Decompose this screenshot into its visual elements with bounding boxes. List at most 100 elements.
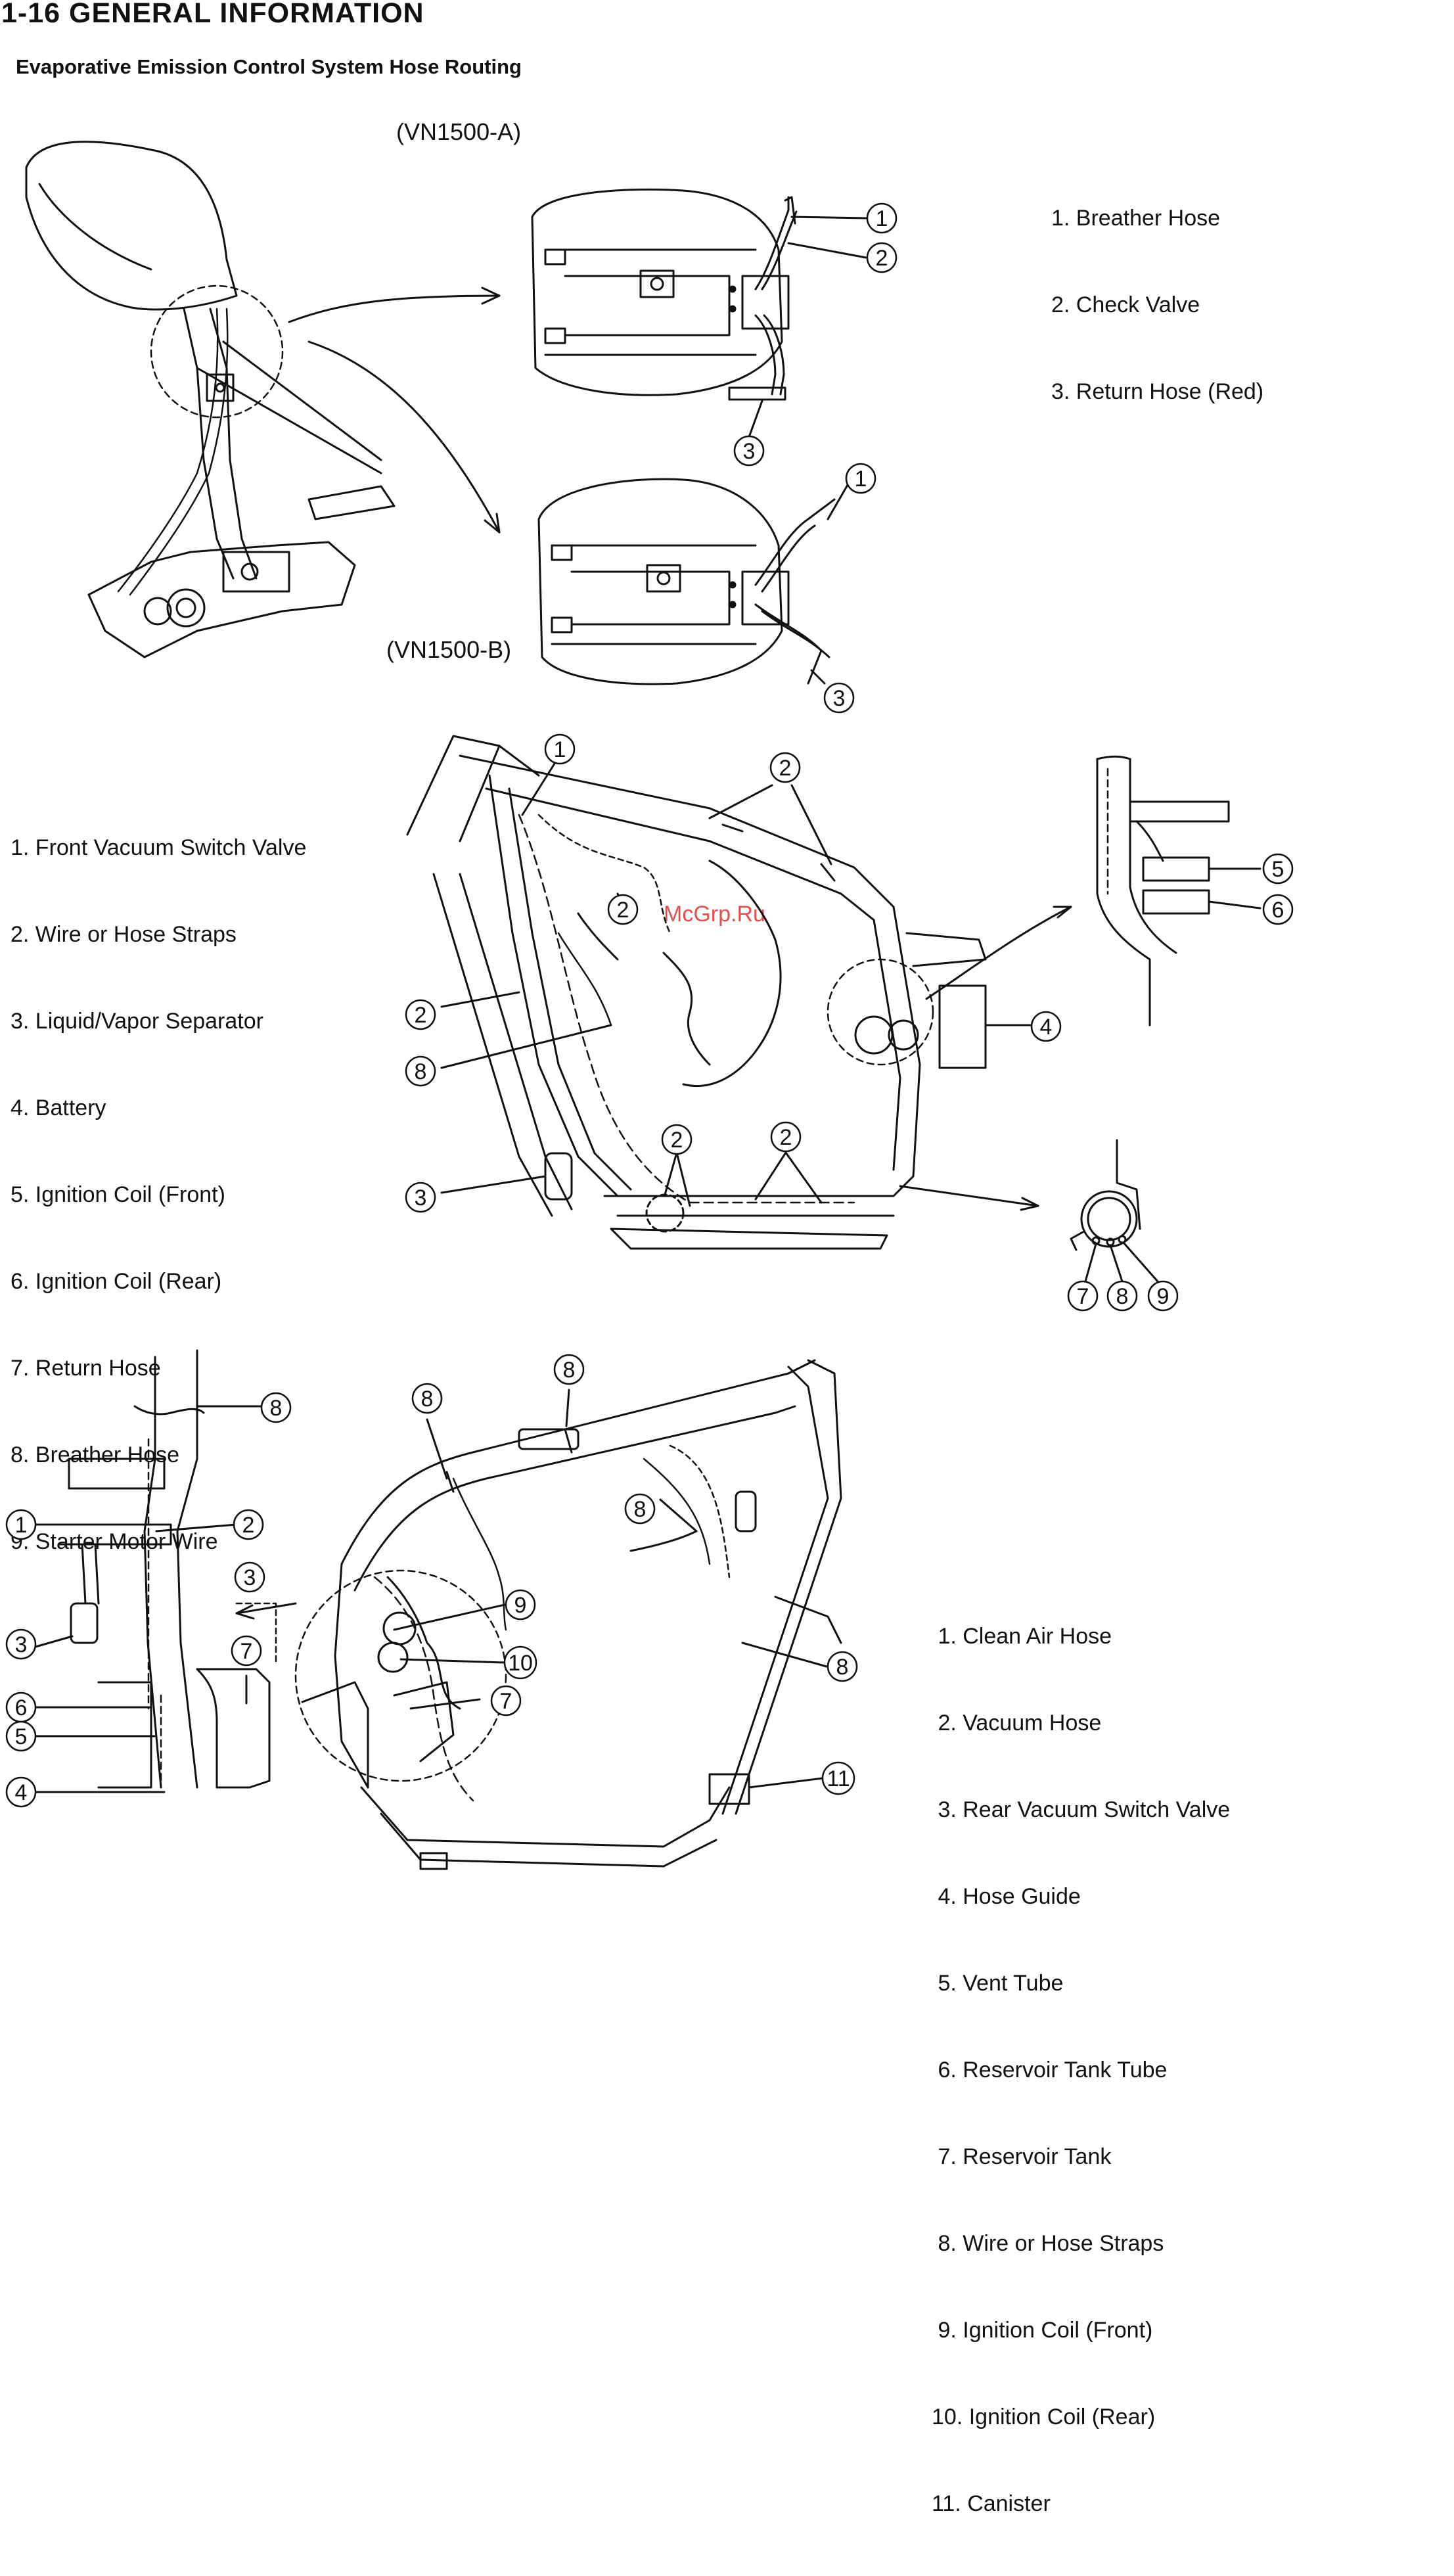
svg-text:1: 1	[554, 737, 566, 762]
svg-text:7: 7	[1077, 1284, 1089, 1309]
legend-item: 4. Battery	[11, 1095, 106, 1120]
callout-marker: 8	[260, 1392, 292, 1423]
svg-text:6: 6	[1272, 898, 1284, 923]
legend-item: 7. Reservoir Tank	[932, 2144, 1112, 2169]
callout-marker: 8	[1106, 1280, 1138, 1312]
svg-text:10: 10	[508, 1651, 533, 1676]
callout-marker: 5	[5, 1720, 37, 1752]
tank-view-vn1500-a	[531, 188, 867, 438]
legend-item: 8. Breather Hose	[11, 1442, 180, 1467]
callout-marker: 8	[827, 1651, 858, 1682]
callout-marker: 3	[5, 1628, 37, 1660]
model-label-vn1500-a: (VN1500-A)	[396, 118, 522, 145]
svg-text:8: 8	[415, 1059, 427, 1084]
callout-marker: 4	[5, 1776, 37, 1808]
watermark: McGrp.Ru	[664, 902, 765, 927]
legend-item: 7. Return Hose	[11, 1356, 161, 1381]
legend-item: 8. Wire or Hose Straps	[932, 2231, 1164, 2256]
callout-marker: 3	[733, 435, 765, 467]
svg-text:4: 4	[15, 1780, 28, 1805]
callout-marker: 10	[503, 1645, 537, 1680]
frame-left-side-drawing	[235, 1359, 842, 1870]
legend-item: 1. Breather Hose	[1051, 206, 1221, 231]
svg-text:3: 3	[415, 1185, 427, 1210]
callout-marker: 9	[1147, 1280, 1179, 1312]
callout-marker: 1	[866, 202, 897, 234]
legend-item: 2. Check Valve	[1051, 292, 1200, 317]
svg-text:3: 3	[15, 1632, 28, 1657]
svg-text:2: 2	[779, 756, 792, 781]
callout-marker: 11	[821, 1761, 855, 1795]
callout-marker: 7	[1067, 1280, 1099, 1312]
page-title: 1-16 GENERAL INFORMATION	[1, 0, 424, 29]
tank-view-vn1500-b	[537, 478, 849, 685]
section-heading: Evaporative Emission Control System Hose…	[16, 55, 522, 78]
callout-marker: 2	[770, 1121, 802, 1153]
callout-marker: 3	[823, 682, 855, 714]
svg-text:8: 8	[836, 1655, 849, 1680]
svg-text:5: 5	[1272, 857, 1284, 882]
legend-item: 9. Ignition Coil (Front)	[932, 2318, 1153, 2343]
legend-item: 4. Hose Guide	[932, 1884, 1081, 1909]
callout-marker: 1	[845, 463, 876, 494]
svg-text:2: 2	[671, 1128, 683, 1153]
callout-marker: 2	[769, 752, 801, 783]
left-detail-drawing	[34, 1349, 277, 1793]
legend-item: 5. Vent Tube	[932, 1971, 1064, 1996]
callout-marker: 2	[607, 894, 639, 925]
svg-text:1: 1	[15, 1513, 28, 1538]
coil-detail-drawing	[1096, 755, 1261, 1026]
svg-text:2: 2	[876, 246, 888, 271]
svg-text:2: 2	[415, 1003, 427, 1028]
legend-item: 3. Return Hose (Red)	[1051, 379, 1264, 404]
legend-item: 6. Reservoir Tank Tube	[932, 2058, 1168, 2082]
callout-marker: 3	[405, 1182, 436, 1213]
svg-text:9: 9	[1157, 1284, 1170, 1309]
svg-text:8: 8	[563, 1358, 576, 1383]
svg-text:8: 8	[421, 1387, 434, 1412]
svg-text:4: 4	[1040, 1015, 1053, 1040]
svg-text:8: 8	[270, 1396, 283, 1421]
callout-marker: 8	[624, 1493, 656, 1525]
callout-marker: 7	[231, 1635, 262, 1667]
callout-marker: 8	[405, 1055, 436, 1087]
svg-text:3: 3	[833, 686, 846, 711]
callout-marker: 8	[553, 1354, 585, 1385]
callout-marker: 4	[1030, 1011, 1062, 1042]
legend-item: 6. Ignition Coil (Rear)	[11, 1269, 222, 1294]
svg-text:1: 1	[876, 206, 888, 231]
svg-text:7: 7	[500, 1689, 512, 1714]
callout-marker: 7	[490, 1685, 522, 1716]
legend-item: 3. Liquid/Vapor Separator	[11, 1009, 263, 1034]
callout-marker: 5	[1262, 853, 1294, 885]
callout-marker: 2	[866, 242, 897, 273]
legend-item: 2. Wire or Hose Straps	[11, 922, 237, 947]
svg-text:1: 1	[855, 467, 867, 492]
callout-marker: 2	[233, 1509, 264, 1540]
callout-marker: 6	[1262, 894, 1294, 925]
legend-item: 3. Rear Vacuum Switch Valve	[932, 1797, 1231, 1822]
svg-text:8: 8	[634, 1497, 647, 1522]
svg-text:8: 8	[1116, 1284, 1129, 1309]
callout-marker: 3	[234, 1561, 265, 1593]
legend-item: 5. Ignition Coil (Front)	[11, 1182, 225, 1207]
svg-text:5: 5	[15, 1724, 28, 1749]
legend-tank-hoses: 1. Breather Hose 2. Check Valve 3. Retur…	[1051, 146, 1263, 464]
svg-text:3: 3	[743, 439, 756, 464]
svg-text:2: 2	[242, 1513, 255, 1538]
legend-item: 9. Starter Motor Wire	[11, 1529, 218, 1554]
tank-overview-drawing	[25, 141, 501, 658]
svg-text:9: 9	[514, 1593, 527, 1618]
svg-text:2: 2	[780, 1125, 792, 1150]
model-label-vn1500-b: (VN1500-B)	[386, 636, 512, 663]
svg-text:11: 11	[827, 1766, 850, 1791]
callout-marker: 2	[661, 1124, 693, 1155]
callout-marker: 9	[505, 1589, 536, 1621]
svg-text:7: 7	[240, 1639, 253, 1664]
legend-item: 11. Canister	[932, 2491, 1051, 2516]
svg-text:3: 3	[244, 1565, 256, 1590]
callout-marker: 6	[5, 1691, 37, 1723]
legend-frame-right: 1. Front Vacuum Switch Valve 2. Wire or …	[11, 775, 306, 1614]
